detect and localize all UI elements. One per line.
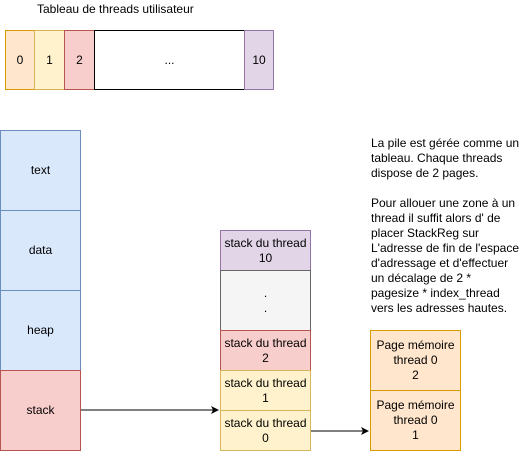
page-block-label: Page mémoire thread 0 1 (376, 398, 455, 442)
thread-table-title: Tableau de threads utilisateur (37, 2, 194, 16)
thread-cell-label: 10 (252, 52, 266, 67)
stack-block-label: stack du thread 1 (224, 375, 307, 405)
segment-label: stack (26, 403, 55, 417)
stack-block-label: stack du thread 10 (224, 235, 307, 265)
explanation-note: La pile est gérée comme un tableau. Chaq… (371, 136, 520, 315)
stack-block-thread-0: stack du thread 0 (220, 410, 311, 451)
page-block-1: Page mémoire thread 0 1 (370, 390, 461, 451)
segment-label: heap (27, 323, 54, 337)
segment-stack: stack (0, 370, 81, 451)
stack-block-ellipsis: . . (220, 270, 311, 331)
page-block-2: Page mémoire thread 0 2 (370, 330, 461, 391)
stack-block-label: stack du thread 0 (224, 415, 307, 445)
stack-block-thread-1: stack du thread 1 (220, 370, 311, 411)
segment-data: data (0, 210, 81, 291)
page-block-label: Page mémoire thread 0 2 (376, 338, 455, 382)
thread-cell-label: 0 (16, 52, 24, 67)
stack-block-label: . . (263, 285, 268, 315)
segment-label: data (28, 243, 53, 257)
stack-block-label: stack du thread 2 (224, 335, 307, 365)
thread-cell-10: 10 (244, 30, 274, 90)
segment-label: text (30, 163, 51, 177)
thread-cell-label: 2 (76, 52, 83, 67)
thread-cell-label: 1 (46, 52, 53, 67)
thread-cell-label: ... (164, 52, 175, 67)
thread-cell-ellipsis: ... (94, 30, 245, 90)
thread-cell-2: 2 (64, 30, 95, 90)
segment-heap: heap (0, 290, 81, 371)
stack-block-thread-10: stack du thread 10 (220, 230, 311, 271)
